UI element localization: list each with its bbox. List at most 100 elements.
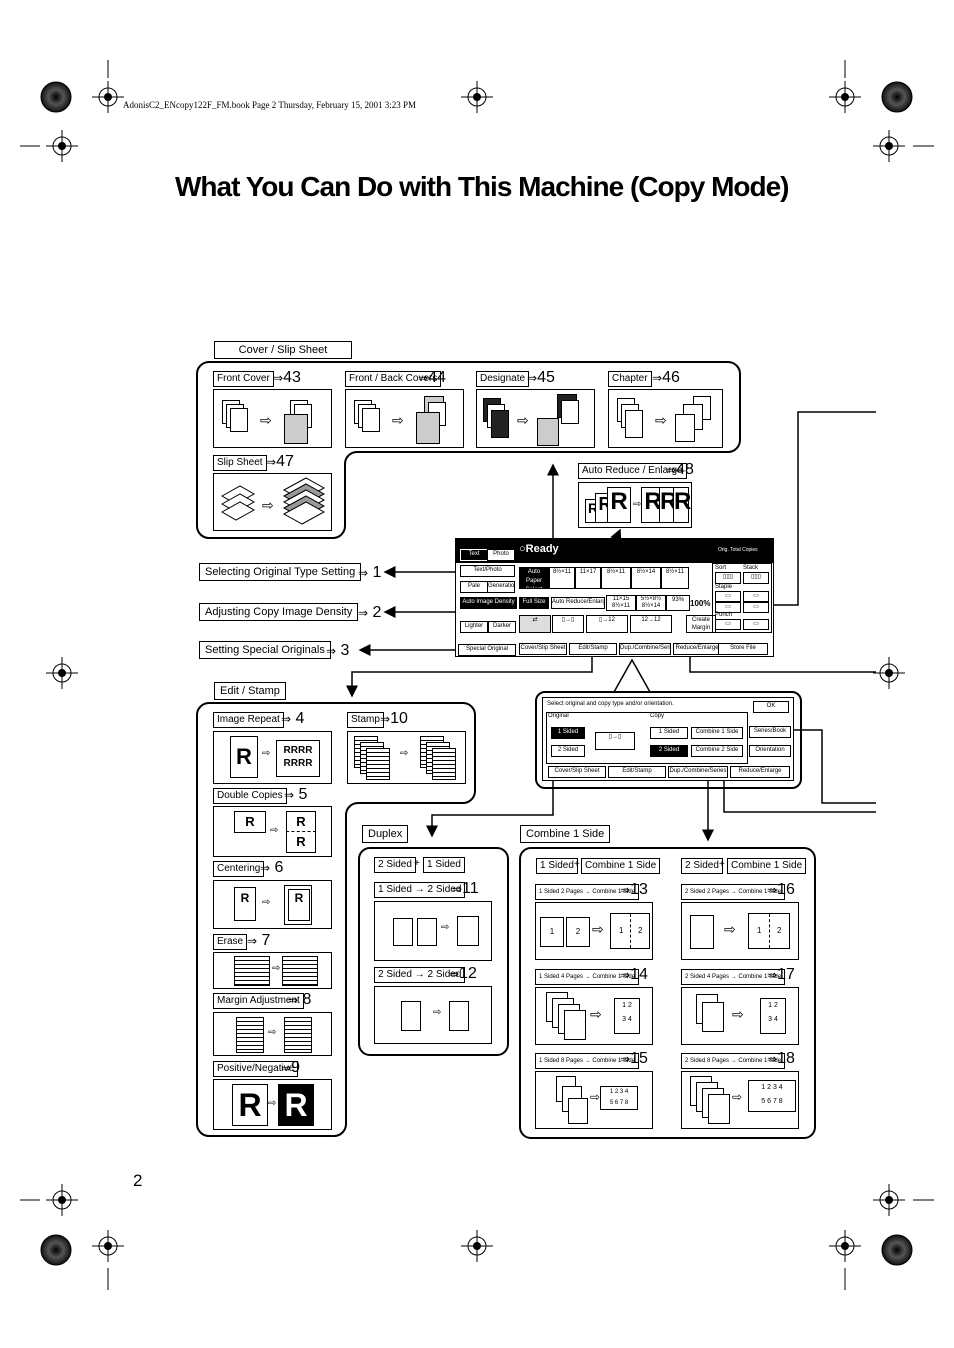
stamp-ref: ⇒10 [380, 710, 408, 727]
image-repeat-ref: ⇒ 4 [281, 710, 305, 727]
dialog-tab-reduce[interactable]: Reduce/Enlarge [730, 766, 790, 778]
combine-1s8p-label: 1 Sided 8 Pages → Combine 1 Side [535, 1053, 640, 1069]
panel-create-margin-button[interactable]: Create Margin [686, 615, 716, 633]
header-slug: AdonisC2_ENcopy122F_FM.book Page 2 Thurs… [123, 100, 416, 110]
panel-scale-1[interactable]: 11×15 8½×11 [606, 595, 636, 611]
duplex-1to2-ref: ⇒11 [452, 880, 479, 897]
panel-generation-button[interactable]: Generation [487, 581, 515, 593]
dialog-orientation[interactable]: Orientation [749, 745, 791, 757]
panel-paper-4[interactable]: 8½×14 [631, 567, 661, 589]
panel-text-photo-button[interactable]: Text/Photo [460, 565, 515, 577]
panel-darker-button[interactable]: Darker [488, 621, 516, 633]
double-copies-ref: ⇒ 5 [284, 786, 308, 803]
erase-label: Erase [213, 934, 248, 950]
combine-1s4p-ref: ⇒14 [620, 966, 648, 983]
panel-combine-icon[interactable]: ▯→12 [586, 615, 628, 633]
panel-combine-icon-2[interactable]: 12→12 [630, 615, 672, 633]
panel-text-button[interactable]: Text [460, 549, 488, 561]
auto-reduce-label: Auto Reduce / Enlarge [578, 463, 687, 479]
callout-original-type: Selecting Original Type Setting [199, 563, 362, 581]
duplex-2to2-illustration: ⇨ [374, 986, 492, 1044]
panel-ready: ○Ready [519, 543, 559, 555]
combine-2s2p-label: 2 Sided 2 Pages → Combine 1 Side [681, 884, 786, 900]
panel-paper-1[interactable]: 8½×11 [549, 567, 575, 589]
edit-stamp-label: Edit / Stamp [214, 682, 286, 700]
stamp-illustration: ⇨ [347, 731, 466, 784]
front-back-covers-label: Front / Back Covers [345, 371, 442, 387]
callout-image-density: Adjusting Copy Image Density [199, 603, 359, 621]
panel-counters: Orig. Total Copies [718, 547, 758, 553]
callout-special-originals-ref: ⇒ 3 [326, 642, 350, 659]
duplex-group-frame [358, 847, 509, 1056]
dialog-combine-2-side[interactable]: Combine 2 Side [691, 745, 743, 757]
panel-paper-5[interactable]: 8½×11 [661, 567, 689, 589]
dialog-copy-2sided[interactable]: 2 Sided [650, 745, 688, 757]
panel-paper-3[interactable]: 8½×11 [601, 567, 631, 589]
combine-1s8p-ref: ⇒15 [620, 1050, 648, 1067]
front-cover-ref: ⇒43 [273, 369, 301, 386]
combine-2s4p-ref: ⇒17 [767, 966, 795, 983]
dialog-original-label: Original [548, 713, 569, 719]
page-title: What You Can Do with This Machine (Copy … [175, 171, 790, 202]
margin-adjustment-illustration: ⇨ [213, 1012, 332, 1056]
corner-target-tl [40, 81, 72, 113]
panel-tab-dup[interactable]: Dup./Combine/Series [619, 643, 671, 655]
chapter-label: Chapter [608, 371, 652, 387]
panel-scale-2[interactable]: 5½×8½ 8½×14 [636, 595, 666, 611]
positive-negative-illustration: R ⇨ R [213, 1079, 332, 1130]
page-number: 2 [133, 1171, 143, 1190]
panel-store-file-button[interactable]: Store File [718, 643, 768, 655]
combine-left-head-b: Combine 1 Side [581, 858, 661, 874]
panel-special-original-button[interactable]: Special Original [458, 644, 516, 656]
combine-right-plus: + [719, 859, 725, 870]
dialog-original-1sided[interactable]: 1 Sided [551, 727, 585, 739]
dialog-ok-button[interactable]: OK [753, 701, 789, 713]
margin-adjustment-label: Margin Adjustment [213, 993, 304, 1009]
panel-tab-reduce[interactable]: Reduce/Enlarge [673, 643, 721, 655]
front-cover-illustration: ⇨ [213, 389, 332, 448]
centering-label: Centering [213, 861, 265, 877]
front-back-covers-illustration: ⇨ [345, 389, 464, 448]
dialog-instruction: Select original and copy type and/or ori… [547, 701, 674, 707]
slip-sheet-illustration: ⇨ [213, 473, 332, 531]
panel-pale-button[interactable]: Pale [460, 581, 488, 593]
cover-slip-label: Cover / Slip Sheet [214, 341, 352, 359]
dialog-tab-dup[interactable]: Dup./Combine/Series [668, 766, 728, 778]
dialog-tab-cover[interactable]: Cover/Slip Sheet [548, 766, 606, 778]
slip-sheet-ref: ⇒47 [266, 453, 294, 470]
panel-scale-3[interactable]: 93% [666, 595, 690, 611]
dialog-frame [535, 691, 802, 789]
duplex-2to2-label: 2 Sided → 2 Sided [374, 967, 466, 983]
dialog-original-2sided[interactable]: 2 Sided [551, 745, 585, 757]
panel-tab-cover[interactable]: Cover/Slip Sheet [519, 643, 567, 655]
panel-paper-2[interactable]: 11×17 [575, 567, 601, 589]
dialog-combine-1-side[interactable]: Combine 1 Side [691, 727, 743, 739]
panel-auto-paper-button[interactable]: Auto Paper Select [519, 567, 549, 589]
panel-lighter-button[interactable]: Lighter [460, 621, 488, 633]
combine-2s8p-ref: ⇒18 [767, 1050, 795, 1067]
erase-ref: ⇒ 7 [247, 932, 271, 949]
panel-zoom: 100% [690, 599, 711, 608]
duplex-plus: + [414, 858, 420, 869]
combine-label: Combine 1 Side [520, 825, 611, 843]
panel-auto-density-button[interactable]: Auto Image Density [460, 597, 517, 609]
dialog-tab-edit[interactable]: Edit/Stamp [608, 766, 666, 778]
panel-photo-button[interactable]: Photo [487, 549, 515, 561]
margin-adjustment-ref: ⇒ 8 [288, 991, 312, 1008]
panel-duplex-icon-2[interactable]: ▯→▯ [552, 615, 584, 633]
combine-right-head-b: Combine 1 Side [727, 858, 807, 874]
panel-auto-reduce-button[interactable]: Auto Reduce/Enlarge [551, 597, 605, 609]
duplex-1to2-label: 1 Sided → 2 Sided [374, 882, 466, 898]
panel-duplex-icon[interactable]: ⇄ [519, 615, 551, 633]
panel-full-size-button[interactable]: Full Size [519, 597, 549, 609]
panel-tab-edit[interactable]: Edit/Stamp [569, 643, 617, 655]
cover-group-frame [196, 361, 741, 539]
double-copies-label: Double Copies [213, 788, 287, 804]
centering-ref: ⇒ 6 [260, 859, 284, 876]
dialog-series-book[interactable]: Series/Book [749, 726, 791, 738]
slip-sheet-label: Slip Sheet [213, 455, 267, 471]
front-back-covers-ref: ⇒44 [418, 369, 446, 386]
dialog-copy-1sided[interactable]: 1 Sided [650, 727, 688, 739]
